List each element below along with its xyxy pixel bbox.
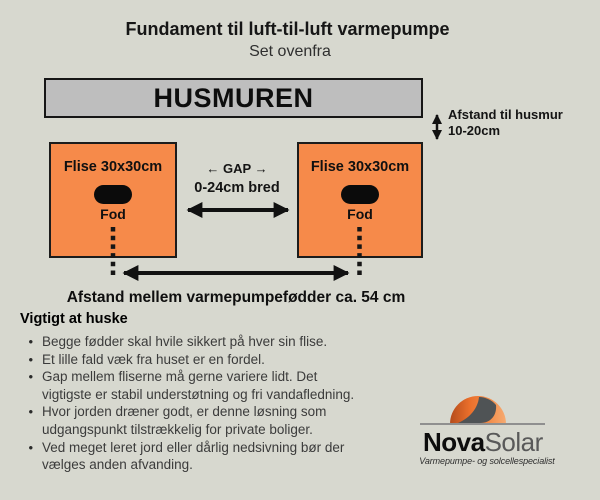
bullet-dot: •	[28, 404, 33, 420]
note-text: Hvor jorden dræner godt, er denne løsnin…	[42, 404, 327, 437]
logo-tagline: Varmepumpe- og solcellespecialist	[419, 456, 555, 466]
wall-distance-line2: 10-20cm	[448, 122, 501, 138]
logo-name-light: Solar	[484, 427, 544, 457]
foot-label: Fod	[100, 206, 126, 222]
note-text: Et lille fald væk fra huset er en fordel…	[42, 351, 265, 367]
page-subtitle: Set ovenfra	[249, 43, 331, 60]
note-text: Gap mellem fliserne må gerne variere lid…	[42, 369, 355, 402]
tile-label: Flise 30x30cm	[63, 159, 163, 175]
feet-distance-label: Afstand mellem varmepumpefødder ca. 54 c…	[66, 289, 406, 306]
note-item: • Begge fødder skal hvile sikkert på hve…	[20, 333, 420, 351]
left-tile: Flise 30x30cm Fod	[49, 142, 177, 258]
wall-label: HUSMUREN	[153, 82, 314, 113]
notes-section: Vigtigt at huske • Begge fødder skal hvi…	[20, 311, 420, 474]
gap-note-line1: ← GAP →	[206, 161, 268, 176]
logo-name: NovaSolar	[423, 427, 543, 458]
wall-distance-note: Afstand til husmur 10-20cm	[448, 107, 563, 138]
right-tile: Flise 30x30cm Fod	[297, 142, 423, 258]
note-item: • Gap mellem fliserne må gerne variere l…	[20, 368, 420, 403]
notes-heading: Vigtigt at huske	[20, 311, 128, 327]
gap-note: ← GAP → 0-24cm bred	[176, 161, 298, 196]
note-item: • Hvor jorden dræner godt, er denne løsn…	[20, 403, 420, 438]
foot-label: Fod	[347, 206, 373, 222]
sun-swirl-icon	[450, 396, 506, 424]
novasolar-logo: NovaSolar Varmepumpe- og solcellespecial…	[412, 394, 562, 474]
bullet-dot: •	[28, 369, 33, 385]
gap-note-line2: 0-24cm bred	[194, 180, 280, 196]
logo-name-bold: Nova	[423, 427, 485, 457]
bullet-dot: •	[28, 439, 33, 455]
note-text: Ved meget leret jord eller dårlig nedsiv…	[42, 439, 345, 473]
note-item: • Et lille fald væk fra huset er en ford…	[20, 351, 420, 369]
house-wall-bar: HUSMUREN	[44, 78, 423, 118]
wall-distance-line1: Afstand til husmur	[448, 107, 563, 122]
logo-baseline	[420, 423, 545, 425]
bullet-dot: •	[28, 351, 33, 367]
heat-pump-foot-icon	[94, 185, 132, 204]
note-item: • Ved meget leret jord eller dårlig neds…	[20, 439, 420, 474]
page-title: Fundament til luft-til-luft varmepumpe	[125, 19, 450, 39]
note-text: Begge fødder skal hvile sikkert på hver …	[42, 334, 328, 349]
bullet-dot: •	[28, 334, 33, 349]
tile-label: Flise 30x30cm	[310, 159, 410, 175]
heat-pump-foot-icon	[341, 185, 379, 204]
